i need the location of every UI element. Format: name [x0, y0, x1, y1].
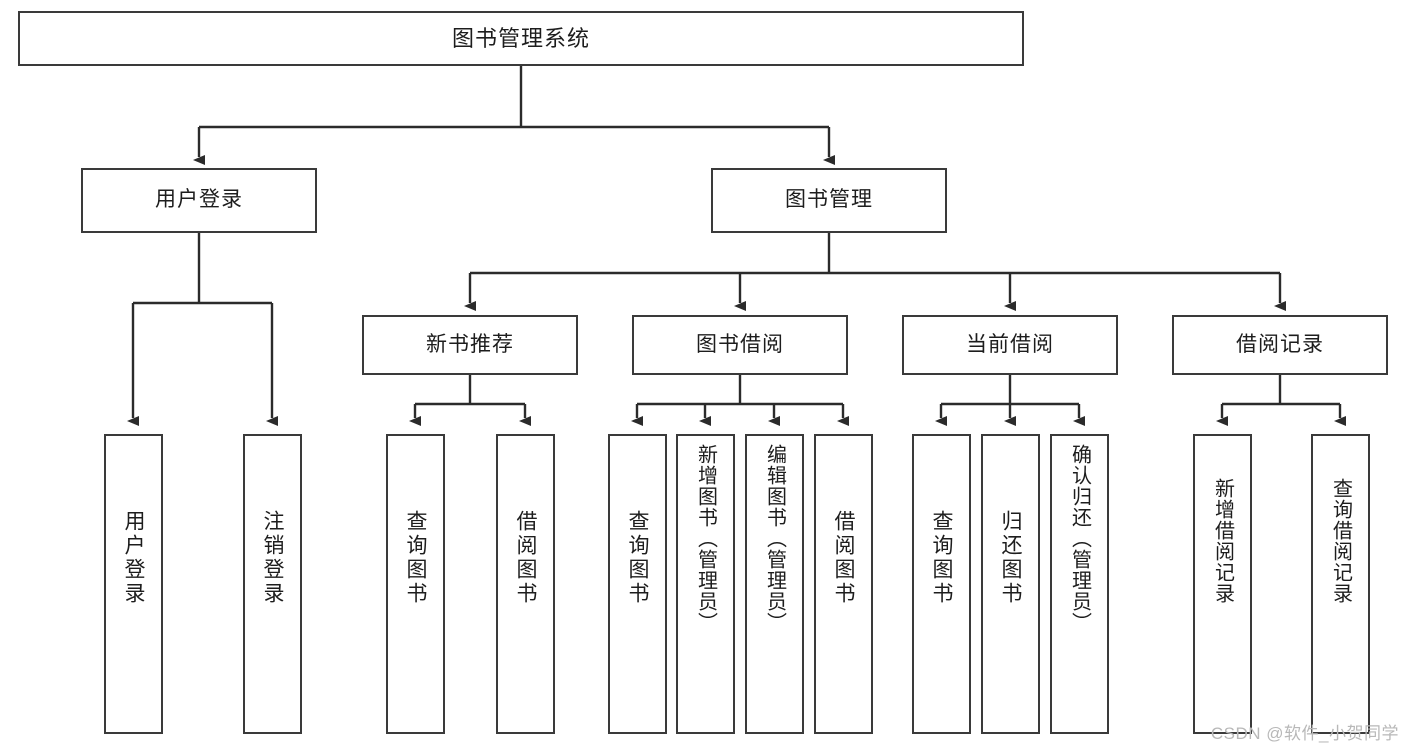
leaf-borrow-book-recommend[interactable]: 借阅图书: [496, 434, 555, 734]
node-label: 新增图书（管理员）: [694, 444, 717, 633]
leaf-query-book-borrow[interactable]: 查询图书: [608, 434, 667, 734]
node-label: 用户登录: [155, 188, 243, 212]
node-label: 用户登录: [122, 510, 145, 606]
node-new-book-recommend[interactable]: 新书推荐: [362, 315, 578, 375]
node-label: 图书管理系统: [451, 25, 590, 51]
leaf-query-book-recommend[interactable]: 查询图书: [386, 434, 445, 734]
leaf-add-borrow-record[interactable]: 新增借阅记录: [1193, 434, 1252, 734]
leaf-confirm-return-admin[interactable]: 确认归还（管理员）: [1050, 434, 1109, 734]
leaf-return-book[interactable]: 归还图书: [981, 434, 1040, 734]
node-user-login[interactable]: 用户登录: [81, 168, 317, 233]
node-label: 借阅图书: [514, 510, 537, 606]
node-label: 确认归还（管理员）: [1068, 444, 1091, 633]
node-label: 借阅记录: [1236, 332, 1324, 356]
leaf-query-book-current[interactable]: 查询图书: [912, 434, 971, 734]
node-book-borrow[interactable]: 图书借阅: [632, 315, 848, 375]
leaf-add-book-admin[interactable]: 新增图书（管理员）: [676, 434, 735, 734]
leaf-edit-book-admin[interactable]: 编辑图书（管理员）: [745, 434, 804, 734]
csdn-watermark: CSDN @软件_小贺同学: [1210, 724, 1399, 743]
node-current-borrow[interactable]: 当前借阅: [902, 315, 1118, 375]
leaf-query-borrow-record[interactable]: 查询借阅记录: [1311, 434, 1370, 734]
node-label: 查询图书: [626, 510, 649, 606]
node-label: 新增借阅记录: [1211, 478, 1234, 604]
node-label: 查询图书: [930, 510, 953, 606]
leaf-borrow-book-borrow[interactable]: 借阅图书: [814, 434, 873, 734]
node-label: 图书管理: [785, 188, 873, 212]
leaf-logout[interactable]: 注销登录: [243, 434, 302, 734]
node-label: 编辑图书（管理员）: [763, 444, 786, 633]
node-label: 归还图书: [999, 510, 1022, 606]
node-root-system[interactable]: 图书管理系统: [18, 11, 1024, 66]
node-borrow-record[interactable]: 借阅记录: [1172, 315, 1388, 375]
node-label: 查询图书: [404, 510, 427, 606]
node-label: 图书借阅: [696, 332, 784, 356]
node-label: 新书推荐: [426, 332, 514, 356]
node-label: 查询借阅记录: [1329, 478, 1352, 604]
leaf-user-login[interactable]: 用户登录: [104, 434, 163, 734]
node-label: 当前借阅: [966, 332, 1054, 356]
node-label: 注销登录: [261, 510, 284, 606]
node-book-manage[interactable]: 图书管理: [711, 168, 947, 233]
node-label: 借阅图书: [832, 510, 855, 606]
